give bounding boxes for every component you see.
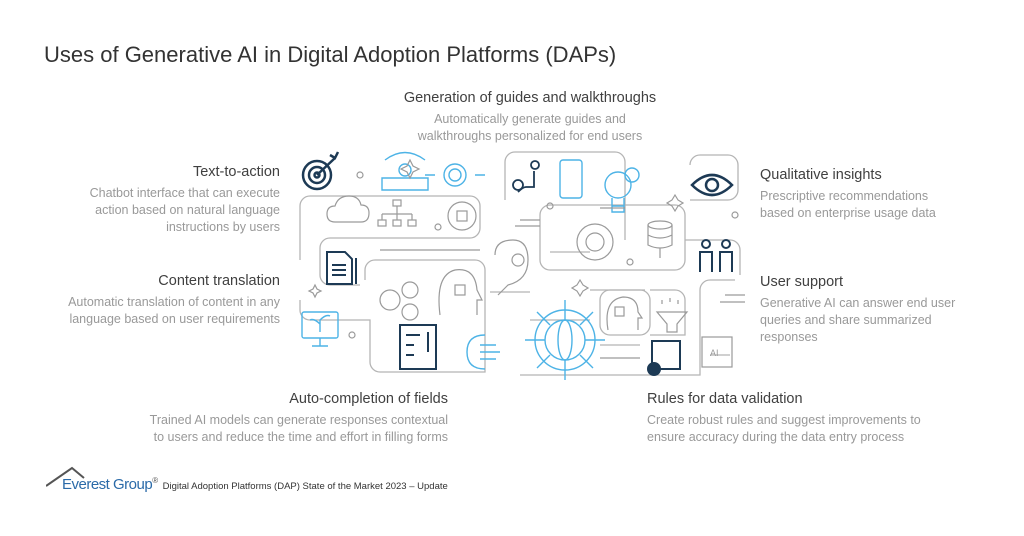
handshake-icon bbox=[381, 151, 429, 191]
item-heading: Auto-completion of fields bbox=[289, 391, 448, 407]
plant-monitor-icon bbox=[301, 311, 339, 347]
item-desc: ensure accuracy during the data entry pr… bbox=[647, 430, 905, 444]
item-desc: based on enterprise usage data bbox=[760, 206, 936, 220]
ai-head-chip-icon bbox=[606, 296, 644, 331]
item-desc: queries and share summarized bbox=[760, 313, 932, 327]
brain-chip-icon bbox=[447, 201, 477, 231]
item-auto-completion: Auto-completion of fields Trained AI mod… bbox=[100, 391, 448, 446]
footer-source: Digital Adoption Platforms (DAP) State o… bbox=[162, 481, 448, 492]
item-desc: action based on natural language bbox=[95, 203, 280, 217]
mobile-ideas-icon bbox=[559, 159, 583, 199]
item-desc: responses bbox=[760, 330, 818, 344]
item-heading: Qualitative insights bbox=[760, 167, 882, 183]
illustration: AI bbox=[299, 151, 745, 380]
item-desc: Automatic translation of content in any bbox=[68, 295, 280, 309]
brand-reg: ® bbox=[152, 476, 158, 485]
item-desc: instructions by users bbox=[166, 220, 280, 234]
item-text-to-action: Text-to-action Chatbot interface that ca… bbox=[40, 164, 280, 236]
hierarchy-icon bbox=[377, 199, 417, 227]
item-desc: Automatically generate guides and bbox=[434, 112, 626, 126]
item-user-support: User support Generative AI can answer en… bbox=[760, 274, 1000, 346]
navy-icons bbox=[301, 151, 734, 376]
everest-logo-mountain-icon bbox=[46, 466, 85, 487]
item-content-translation: Content translation Automatic translatio… bbox=[20, 273, 280, 328]
blue-icons bbox=[301, 151, 640, 380]
checklist-icon bbox=[399, 324, 437, 370]
item-guides: Generation of guides and walkthroughs Au… bbox=[380, 90, 680, 145]
cloud-network-icon bbox=[326, 195, 370, 223]
item-heading: Rules for data validation bbox=[647, 391, 803, 407]
item-heading: User support bbox=[760, 274, 844, 290]
item-desc: Prescriptive recommendations bbox=[760, 189, 929, 203]
eye-icon bbox=[690, 173, 734, 197]
report-check-icon bbox=[647, 340, 681, 376]
brand-logo: Everest Group® bbox=[62, 476, 158, 493]
dollar-gear-icon bbox=[425, 163, 485, 187]
target-icon bbox=[301, 151, 340, 191]
item-heading: Generation of guides and walkthroughs bbox=[403, 90, 657, 106]
item-desc: walkthroughs personalized for end users bbox=[417, 129, 643, 143]
ai-head-icon bbox=[438, 269, 483, 316]
footer-row: Everest Group® Digital Adoption Platform… bbox=[62, 476, 448, 493]
lightbulb-gear-icon bbox=[604, 167, 640, 213]
brand-name: Everest Group bbox=[62, 476, 153, 493]
item-desc: language based on user requirements bbox=[69, 312, 280, 326]
item-heading: Content translation bbox=[158, 273, 280, 289]
item-desc: Create robust rules and suggest improvem… bbox=[647, 413, 921, 427]
robot-head-icon bbox=[494, 239, 529, 296]
frame-lines bbox=[299, 151, 741, 376]
map-route-icon bbox=[512, 160, 540, 193]
document-icon bbox=[326, 251, 357, 285]
item-desc: Generative AI can answer end user bbox=[760, 296, 956, 310]
item-desc: to users and reduce the time and effort … bbox=[153, 430, 448, 444]
globe-network-icon bbox=[525, 300, 605, 380]
users-icon bbox=[699, 239, 733, 272]
ai-chip-label: AI bbox=[710, 348, 719, 358]
item-heading: Text-to-action bbox=[192, 164, 280, 180]
ai-chip-icon: AI bbox=[701, 336, 733, 368]
item-data-validation: Rules for data validation Create robust … bbox=[647, 391, 967, 446]
funnel-icon bbox=[655, 298, 689, 333]
item-qualitative-insights: Qualitative insights Prescriptive recomm… bbox=[760, 167, 1000, 222]
circuit-arrow-icon bbox=[466, 334, 500, 370]
item-desc: Chatbot interface that can execute bbox=[89, 186, 280, 200]
gear-circuit-icon bbox=[576, 223, 614, 261]
item-desc: Trained AI models can generate responses… bbox=[149, 413, 448, 427]
footer: Everest Group® Digital Adoption Platform… bbox=[46, 466, 566, 496]
gray-icons: AI bbox=[307, 158, 745, 368]
page-title: Uses of Generative AI in Digital Adoptio… bbox=[44, 42, 617, 67]
database-icon bbox=[647, 220, 673, 258]
decorative-sparkles bbox=[307, 158, 745, 359]
gears-icon bbox=[379, 281, 419, 321]
